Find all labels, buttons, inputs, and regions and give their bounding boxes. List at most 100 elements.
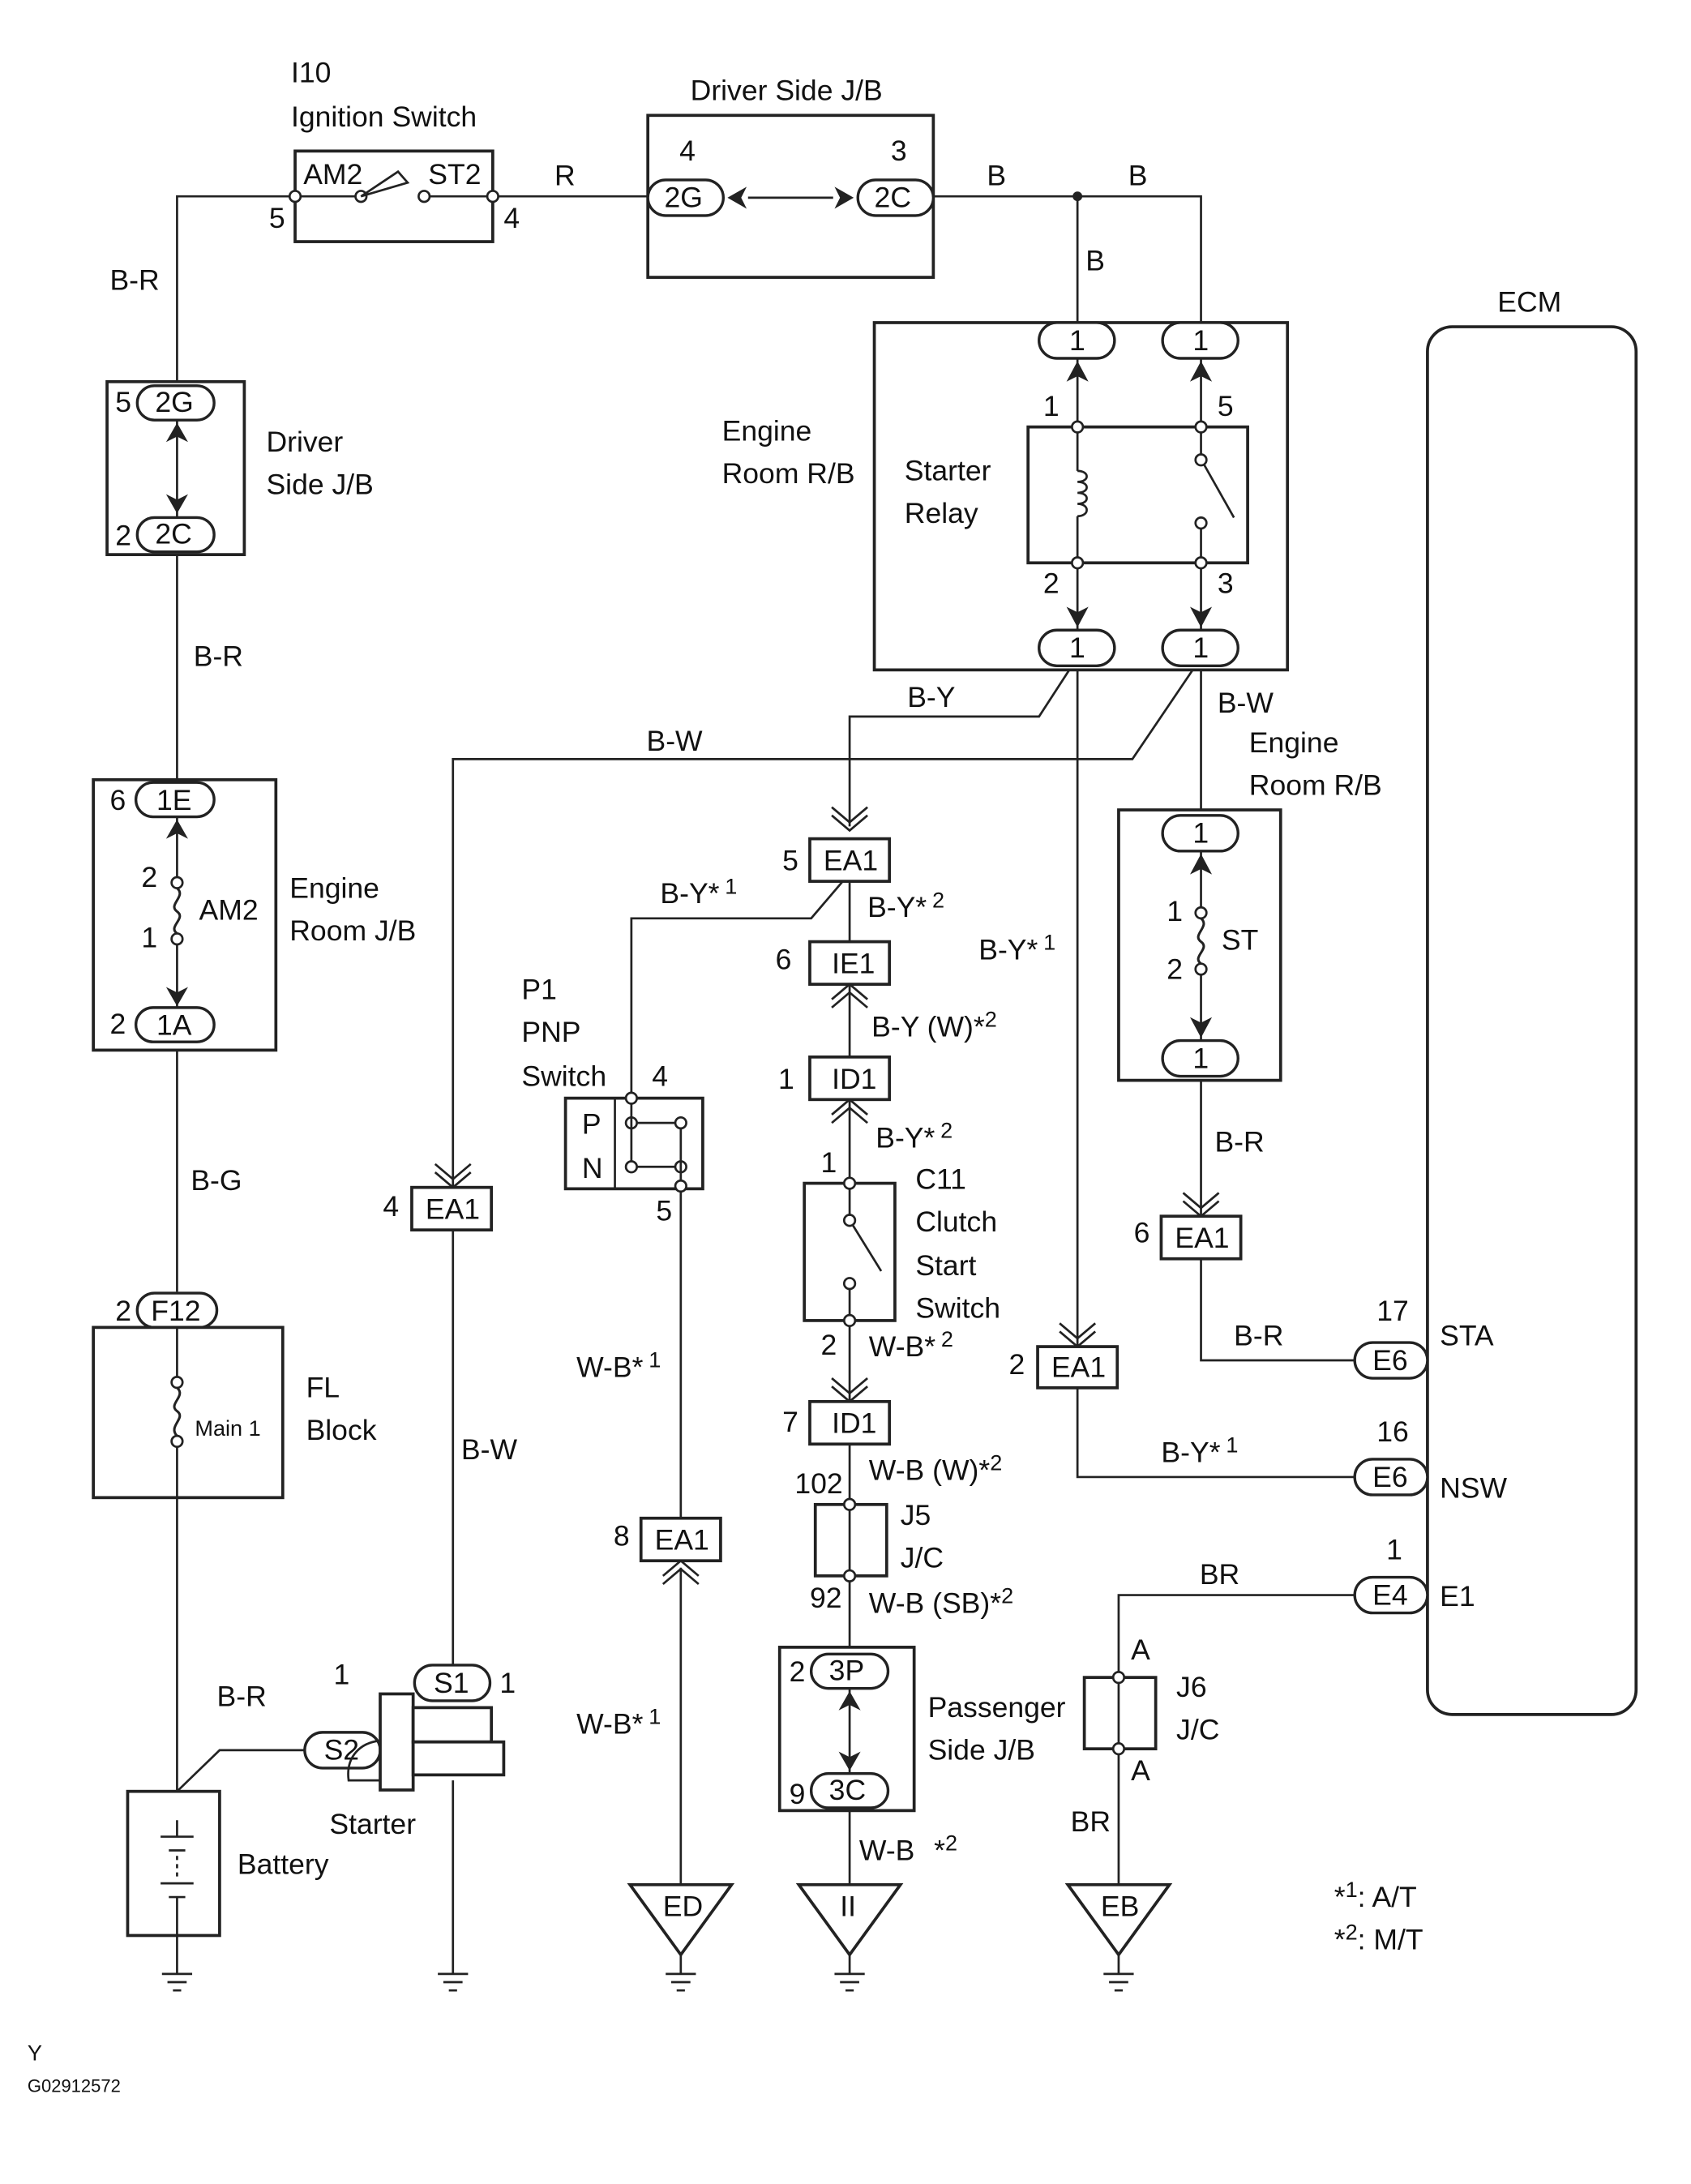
connector-2g-label: 2G bbox=[664, 182, 702, 214]
clutch-line3: Switch bbox=[915, 1292, 1000, 1325]
connector-2g-left-label: 2G bbox=[155, 386, 193, 418]
connector-3c bbox=[809, 1771, 890, 1809]
pnp-switch: P1 PNP Switch 4 P N 5 bbox=[521, 974, 704, 1227]
ground-eb bbox=[1064, 1882, 1173, 1958]
svg-text:W-B*1: W-B*1 bbox=[576, 1704, 661, 1741]
wire-b-label-2: B bbox=[1128, 160, 1148, 192]
wire-br-label-top: B-R bbox=[109, 263, 159, 296]
connector-ea1-8 bbox=[639, 1516, 722, 1563]
wire-bw-starter-label: B-W bbox=[461, 1433, 518, 1466]
wire-br-ecm-label: B-R bbox=[1234, 1319, 1283, 1351]
wire-bw-right-label: B-W bbox=[1218, 687, 1274, 719]
ignition-ref: I10 bbox=[291, 57, 331, 89]
ground-ii bbox=[795, 1882, 904, 1958]
engine-room-rb-relay: Engine Room R/B 1 1 1 1 1 5 2 3 Starter … bbox=[722, 321, 1290, 672]
ecm-box bbox=[1426, 325, 1638, 1716]
connector-id1-1-label: ID1 bbox=[832, 1063, 876, 1095]
e6-pin-16: 16 bbox=[1376, 1415, 1409, 1448]
ea1-2-pin: 2 bbox=[1008, 1348, 1025, 1381]
j5-pin-102: 102 bbox=[794, 1467, 842, 1500]
j6-pin-a-top: A bbox=[1131, 1634, 1150, 1666]
ea1-8-pin: 8 bbox=[614, 1520, 630, 1552]
id1-1-pin: 1 bbox=[778, 1063, 794, 1095]
svg-text:W-B*1: W-B*1 bbox=[576, 1347, 661, 1383]
connector-e6-nsw bbox=[1353, 1458, 1429, 1497]
passenger-jb-line1: Passenger bbox=[928, 1691, 1066, 1724]
ea1-4-pin: 4 bbox=[383, 1190, 399, 1223]
wire-br-label-batt: B-R bbox=[217, 1681, 267, 1713]
st-rb-box bbox=[1117, 808, 1282, 1082]
st-fuse-label: ST bbox=[1222, 924, 1258, 957]
wire-bw-top-label: B-W bbox=[646, 725, 703, 757]
starter-body bbox=[379, 1692, 415, 1792]
fl-block-line1: FL bbox=[306, 1372, 340, 1404]
connector-1a-label: 1A bbox=[156, 1009, 192, 1042]
ecm: ECM 17 E6 STA 16 E6 NSW 1 E4 E1 bbox=[1353, 285, 1638, 1716]
driver-jb-top-pin-3: 3 bbox=[891, 135, 907, 167]
connector-e6-nsw-label: E6 bbox=[1372, 1461, 1407, 1493]
svg-text:W-B (SB)*2: W-B (SB)*2 bbox=[869, 1583, 1013, 1620]
clutch-pin-2: 2 bbox=[821, 1329, 837, 1361]
relay-pin-5: 5 bbox=[1218, 390, 1234, 422]
connector-ea1-6-label: EA1 bbox=[1175, 1222, 1229, 1254]
connector-ea1-5 bbox=[808, 837, 892, 883]
battery-box bbox=[126, 1789, 221, 1938]
connector-1a bbox=[134, 1006, 216, 1043]
starter: B-W 1 1 S1 S2 Starter bbox=[303, 1433, 518, 1840]
starter-pin-s2: 1 bbox=[333, 1659, 349, 1691]
connector-3p-label: 3P bbox=[829, 1655, 864, 1687]
starter-relay-line1: Starter bbox=[905, 455, 991, 487]
driver-jb-top-pin-4: 4 bbox=[679, 135, 696, 167]
engine-jb-line1: Engine bbox=[289, 871, 379, 904]
connector-2g bbox=[646, 178, 725, 217]
connector-s1-label: S1 bbox=[434, 1667, 469, 1699]
connector-s2-label: S2 bbox=[324, 1734, 359, 1766]
engine-jb-fuse-pin-2: 2 bbox=[141, 861, 157, 893]
inline-connectors: 5 EA1 6 IE1 1 ID1 4 EA1 6 EA1 2 EA1 7 ID… bbox=[383, 806, 1243, 1586]
ea1-6-pin: 6 bbox=[1134, 1216, 1150, 1248]
j6-pin-a-bottom: A bbox=[1131, 1754, 1150, 1787]
starter-label: Starter bbox=[329, 1808, 416, 1840]
connector-ea1-4 bbox=[410, 1185, 494, 1232]
relay-conn-top-left-label: 1 bbox=[1069, 324, 1085, 357]
starter-relay-line2: Relay bbox=[905, 497, 978, 529]
engine-jb-fuse-pin-1: 1 bbox=[141, 921, 157, 953]
svg-text:B-Y*2: B-Y*2 bbox=[875, 1118, 953, 1154]
clutch-ref: C11 bbox=[915, 1163, 966, 1195]
wire-br-eb-label: BR bbox=[1071, 1805, 1111, 1838]
connector-3c-label: 3C bbox=[829, 1774, 866, 1806]
svg-text:B-Y*2: B-Y*2 bbox=[867, 887, 944, 923]
st-rb-line2: Room R/B bbox=[1249, 769, 1382, 801]
driver-jb-left-line1: Driver bbox=[266, 426, 343, 458]
wire-labels: B-Y*1 B-Y*2 B-Y*1 B-Y (W)*2 B-Y*2 W-B*2 … bbox=[576, 873, 1283, 1866]
ground-ii-label: II bbox=[840, 1891, 856, 1923]
driver-jb-top: Driver Side J/B 4 3 2G 2C R B B B bbox=[554, 75, 1148, 279]
pnp-pin-5: 5 bbox=[656, 1194, 672, 1227]
id1-7-pin: 7 bbox=[782, 1406, 798, 1438]
connector-2c-left bbox=[135, 516, 216, 554]
passenger-jb: 2 3P 9 3C Passenger Side J/B bbox=[777, 1646, 1066, 1813]
fl-block-pin-2: 2 bbox=[115, 1295, 131, 1327]
relay-coil-icon bbox=[1077, 469, 1088, 518]
starter-pin-s1: 1 bbox=[499, 1667, 516, 1699]
driver-jb-left-pin-5: 5 bbox=[115, 386, 131, 418]
starter-motor bbox=[411, 1740, 506, 1777]
fuse-main1-icon bbox=[173, 1386, 182, 1437]
ignition-pin-5: 5 bbox=[269, 202, 285, 234]
connector-2c-label: 2C bbox=[875, 182, 911, 214]
ecm-nsw-label: NSW bbox=[1440, 1471, 1507, 1504]
svg-text:W-B*2: W-B*2 bbox=[859, 1830, 957, 1866]
relay-rb-line2: Room R/B bbox=[722, 457, 855, 490]
connector-e6-sta bbox=[1353, 1341, 1429, 1380]
ie1-pin: 6 bbox=[776, 943, 792, 975]
driver-jb-left-line2: Side J/B bbox=[266, 469, 373, 501]
engine-room-rb-st: Engine Room R/B 1 1 1 2 ST B-R bbox=[1117, 726, 1382, 1158]
connector-ea1-6 bbox=[1159, 1214, 1243, 1261]
st-fuse-pin-1: 1 bbox=[1167, 895, 1183, 927]
relay-pin-1: 1 bbox=[1043, 390, 1060, 422]
grounds: ED II EB bbox=[627, 1882, 1173, 1958]
pnp-line1: PNP bbox=[521, 1016, 580, 1048]
j6-body bbox=[1082, 1676, 1158, 1751]
relay-conn-bottom-left-label: 1 bbox=[1069, 632, 1085, 664]
j6-ref: J6 bbox=[1176, 1671, 1207, 1703]
